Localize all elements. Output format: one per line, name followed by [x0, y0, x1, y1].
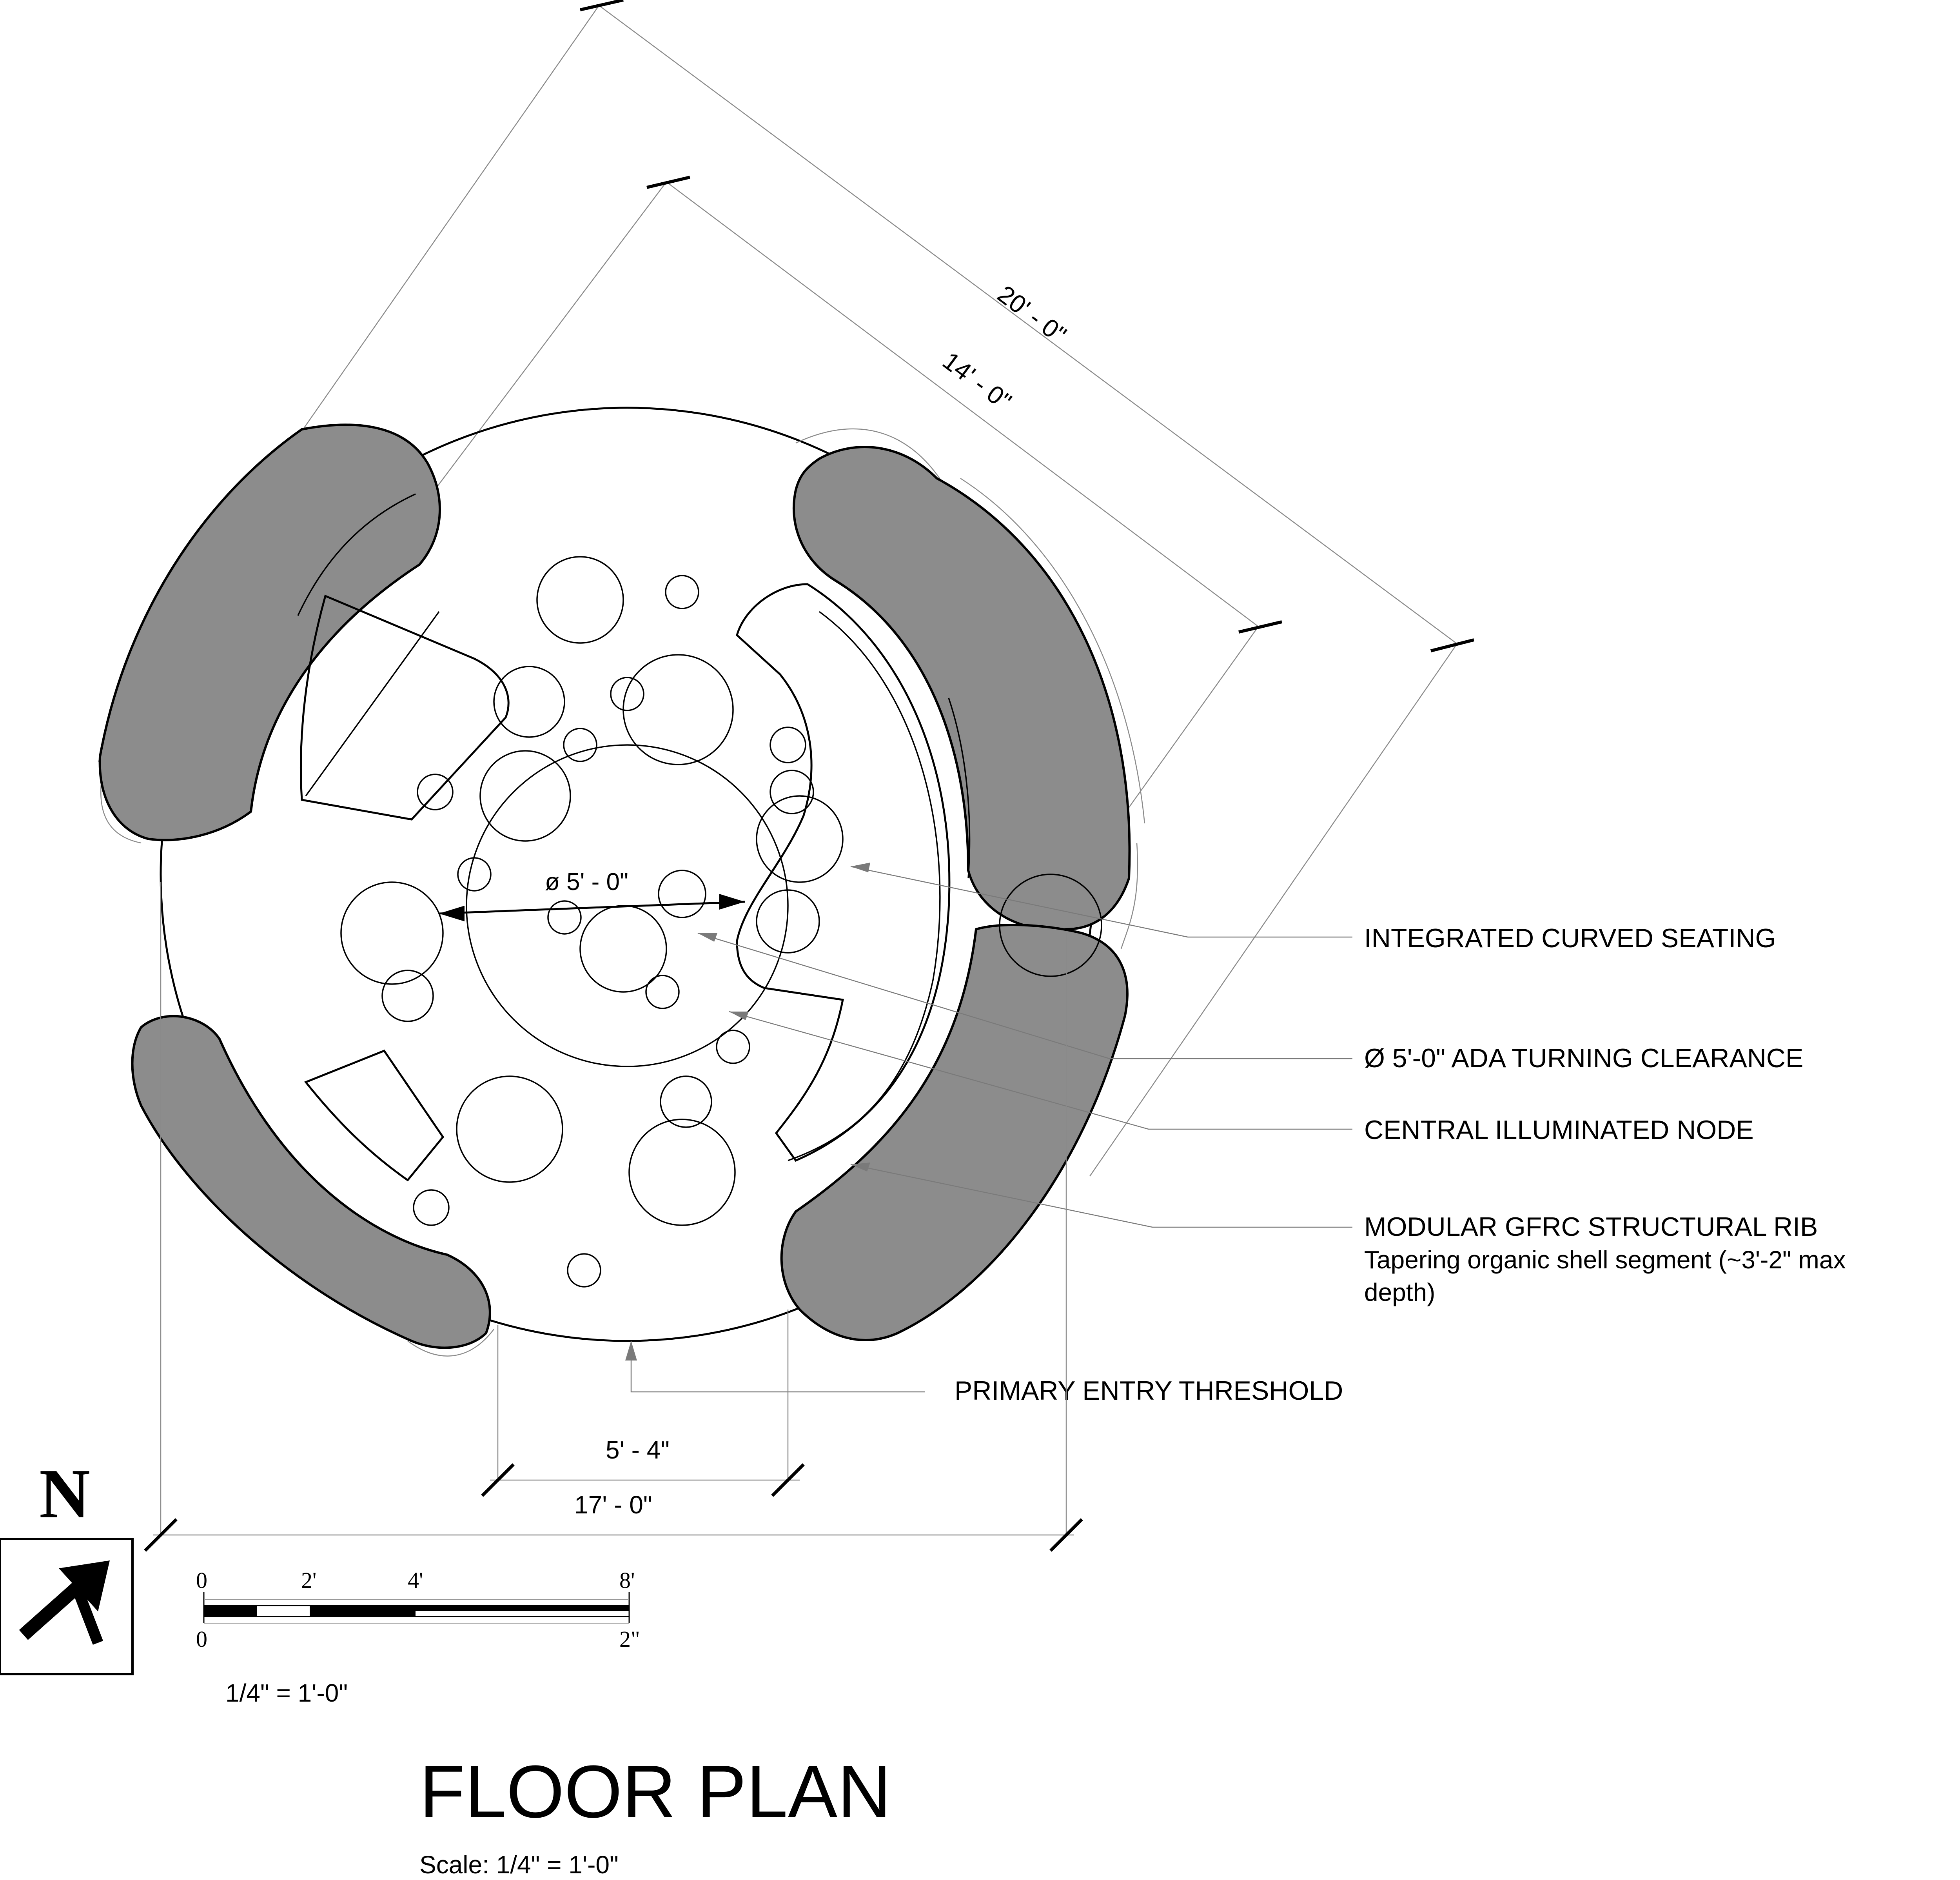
perforation-circle: [536, 556, 624, 644]
north-arrow-icon: [19, 1560, 110, 1645]
scale-ratio-label: 1/4" = 1'-0": [225, 1679, 348, 1707]
perforation-circle: [665, 575, 699, 609]
north-arrow-frame: [0, 1538, 134, 1675]
callout-central-illuminated-node: CENTRAL ILLUMINATED NODE: [1364, 1115, 1754, 1145]
north-arrow: N: [0, 1455, 134, 1675]
perforation-circle: [756, 795, 844, 883]
perforation-pattern: [340, 556, 844, 1288]
gfrc-rib-northeast: [792, 446, 1131, 931]
inner-diagonal-dimension: [313, 176, 1282, 1098]
perforation-circle: [579, 905, 667, 993]
graphic-scale: [203, 1592, 630, 1624]
perforation-circle: [567, 1253, 601, 1288]
callout-modular-gfrc-rib: MODULAR GFRC STRUCTURAL RIB: [1364, 1212, 1818, 1242]
ada-turning-clearance: [439, 744, 789, 1067]
callout-ada-turning-clearance: Ø 5'-0" ADA TURNING CLEARANCE: [1364, 1043, 1803, 1073]
ada-turning-circle: [466, 744, 789, 1067]
perforation-circle: [547, 900, 582, 935]
perforation-circle: [381, 970, 434, 1022]
perforation-circle: [622, 654, 734, 765]
seating-bench-east: [736, 583, 951, 1162]
callout-rib-description-line2: depth): [1364, 1278, 1435, 1306]
scale-label-bottom-2in: 2": [619, 1626, 640, 1652]
perforation-circle: [493, 666, 565, 738]
scale-note: Scale: 1/4" = 1'-0": [419, 1851, 619, 1879]
inner-diagonal-dimension-label: 14' - 0": [938, 347, 1017, 416]
gfrc-rib-southwest: [131, 1015, 491, 1349]
shell-junction-circle: [999, 874, 1102, 977]
callout-integrated-curved-seating: INTEGRATED CURVED SEATING: [1364, 923, 1776, 953]
perforation-circle: [417, 774, 454, 810]
turning-diameter-label: ø 5' - 0": [545, 868, 628, 895]
perforation-circle: [457, 857, 492, 892]
perforation-circle: [645, 975, 680, 1009]
pavilion-plan: [98, 407, 1145, 1357]
overall-width-dimension-label: 17' - 0": [574, 1491, 652, 1519]
outer-diagonal-dimension-label: 20' - 0": [993, 280, 1072, 349]
entry-width-dimension: [481, 1310, 805, 1497]
callout-primary-entry-threshold: PRIMARY ENTRY THRESHOLD: [955, 1376, 1343, 1406]
page-title: FLOOR PLAN: [419, 1750, 891, 1833]
overall-width-dimension: [144, 882, 1083, 1552]
scale-label-0: 0: [196, 1568, 207, 1593]
perforation-circle: [658, 870, 706, 918]
callout-rib-description-line1: Tapering organic shell segment (~3'-2" m…: [1364, 1246, 1846, 1274]
gfrc-rib-southeast: [780, 924, 1129, 1341]
perforation-circle: [716, 1030, 750, 1064]
perforation-circle: [660, 1075, 712, 1128]
perforation-circle: [413, 1189, 450, 1226]
perforation-circle: [756, 889, 820, 954]
seating-bench-southwest: [304, 1049, 445, 1182]
scale-label-8ft: 8': [619, 1568, 635, 1593]
scale-label-2ft: 2': [301, 1568, 316, 1593]
gfrc-rib-northwest: [98, 423, 441, 841]
perforation-circle: [479, 750, 571, 842]
perforation-circle: [456, 1075, 563, 1183]
perforation-circle: [628, 1119, 736, 1226]
entry-width-dimension-label: 5' - 4": [606, 1436, 670, 1464]
perforation-circle: [563, 728, 597, 762]
perforation-circle: [769, 727, 806, 763]
scale-label-4ft: 4': [408, 1568, 423, 1593]
scale-label-bottom-0: 0: [196, 1626, 207, 1652]
perforation-circle: [610, 677, 644, 711]
seating-bench-northwest: [300, 594, 510, 821]
perforation-circle: [340, 881, 444, 985]
perforation-circle: [769, 770, 814, 814]
north-letter: N: [39, 1455, 90, 1533]
callout-leaders: [625, 863, 1352, 1393]
